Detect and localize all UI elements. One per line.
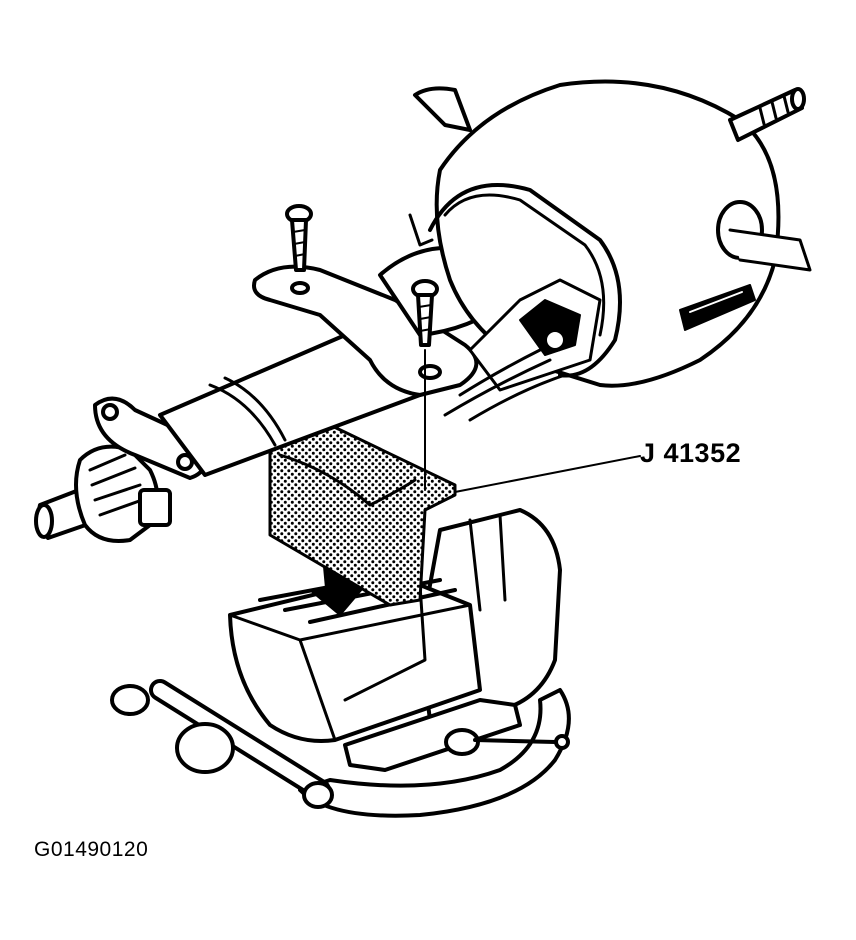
holding-fixture xyxy=(270,425,455,605)
callout-leader-line xyxy=(455,456,640,492)
figure-code: G01490120 xyxy=(34,838,149,861)
vise-lock-lever xyxy=(446,730,568,754)
tool-callout-label: J 41352 xyxy=(640,438,742,468)
mounting-bolt xyxy=(413,281,437,345)
vise-slide-bar xyxy=(345,700,520,770)
vise-handle xyxy=(112,686,332,807)
vise-base xyxy=(300,690,569,816)
upper-housing xyxy=(410,82,810,420)
mounting-bolt xyxy=(287,206,311,270)
